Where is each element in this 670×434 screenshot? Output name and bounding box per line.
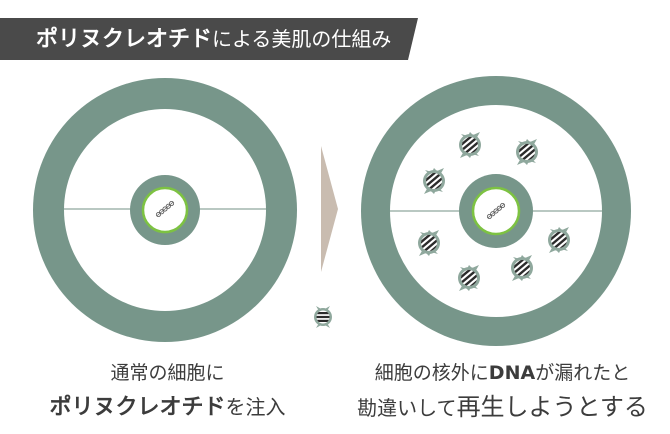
right-caption-dna: DNA bbox=[488, 362, 536, 384]
left-caption-rest: を注入 bbox=[225, 395, 286, 419]
left-caption-line2: ポリヌクレオチドを注入 bbox=[0, 392, 335, 422]
right-caption-emphasis: 再生しようとする bbox=[456, 393, 648, 421]
right-caption: 細胞の核外にDNAが漏れたと 勘違いして再生しようとする bbox=[335, 360, 670, 422]
right-cell bbox=[361, 76, 631, 346]
right-arrow-icon bbox=[321, 146, 338, 272]
banner-background bbox=[0, 18, 418, 60]
right-caption-line1: 細胞の核外にDNAが漏れたと bbox=[335, 360, 670, 386]
left-cell bbox=[33, 78, 297, 342]
left-caption-emphasis: ポリヌクレオチド bbox=[49, 395, 226, 420]
left-caption-line1: 通常の細胞に bbox=[110, 362, 225, 384]
right-caption-c: が漏れたと bbox=[535, 362, 631, 384]
left-caption: 通常の細胞に ポリヌクレオチドを注入 bbox=[0, 360, 335, 422]
page-title: ポリヌクレオチドによる美肌の仕組み bbox=[36, 18, 391, 60]
right-caption-line2: 勘違いして再生しようとする bbox=[335, 392, 670, 422]
title-regular: による美肌の仕組み bbox=[212, 27, 392, 51]
right-caption-a: 細胞の核外に bbox=[374, 362, 489, 384]
title-banner: ポリヌクレオチドによる美肌の仕組み bbox=[0, 18, 420, 60]
title-bold: ポリヌクレオチド bbox=[36, 27, 213, 52]
dna-fragment-icon bbox=[314, 306, 332, 328]
right-caption-d: 勘違いして bbox=[357, 396, 457, 420]
